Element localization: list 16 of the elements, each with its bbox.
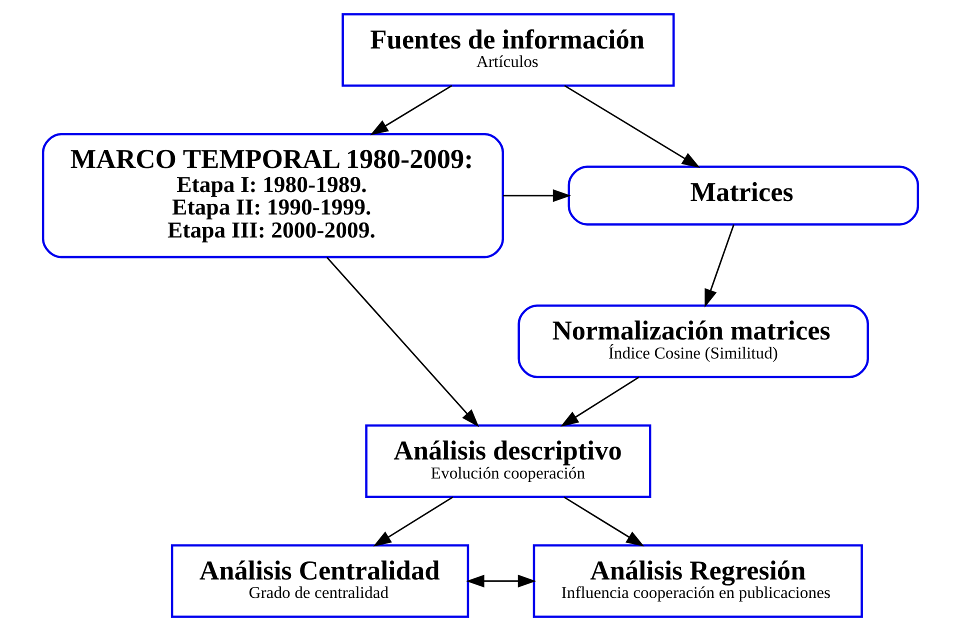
arrow	[704, 224, 734, 308]
arrow	[466, 574, 536, 588]
node-box: Matrices	[568, 166, 920, 226]
arrow	[373, 496, 454, 547]
node-box: Análisis Regresión Influencia cooperación en publicaciones	[532, 544, 863, 618]
node-box: Análisis descriptivo Evolución cooperación	[365, 424, 652, 498]
arrow	[326, 256, 480, 428]
node-box: Normalización matrices Índice Cosine (Similitud)	[518, 304, 869, 378]
arrow	[564, 496, 644, 547]
node-box: Análisis Centralidad Grado de centralidad	[170, 544, 470, 618]
arrow	[564, 84, 700, 168]
arrow	[370, 84, 452, 136]
node-box: Fuentes de información Artículos	[342, 13, 675, 87]
arrow	[503, 189, 572, 202]
arrow	[560, 376, 640, 427]
node-box: MARCO TEMPORAL 1980-2009: Etapa I: 1980-1989. Etapa II: 1990-1999. Etapa III: 2000-2009.	[42, 133, 504, 258]
